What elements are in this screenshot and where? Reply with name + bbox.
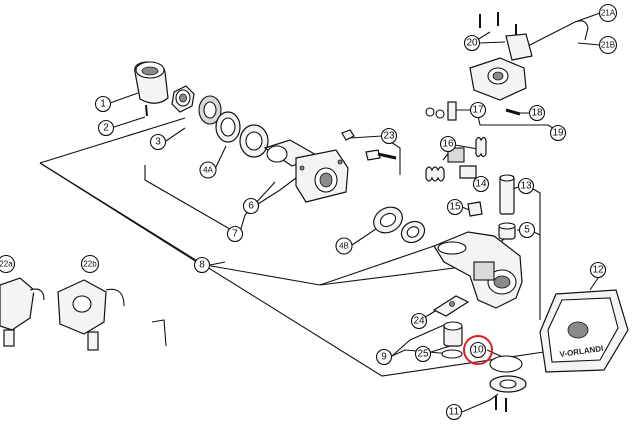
svg-text:13: 13	[520, 181, 532, 192]
part-bushing	[498, 222, 516, 240]
part-22b-assembly	[57, 279, 125, 351]
callout-3: 3	[149, 133, 167, 151]
svg-text:12: 12	[592, 265, 604, 276]
svg-text:3: 3	[155, 137, 161, 148]
callout-8: 8	[193, 256, 211, 274]
part-24-plate	[432, 295, 470, 317]
svg-text:9: 9	[381, 352, 387, 363]
callout-15: 15	[446, 198, 464, 216]
svg-text:24: 24	[413, 316, 425, 327]
part-15-bracket	[467, 201, 483, 217]
svg-text:11: 11	[449, 407, 460, 418]
svg-text:6: 6	[248, 201, 254, 212]
part-washer-1	[198, 95, 222, 125]
svg-text:19: 19	[552, 128, 564, 139]
part-washer-3	[239, 124, 269, 158]
callout-24: 24	[410, 312, 428, 330]
svg-text:20: 20	[466, 38, 478, 49]
part-4a-washer	[215, 111, 241, 143]
part-washer-7	[400, 220, 426, 244]
svg-text:8: 8	[199, 260, 205, 271]
part-5-body	[433, 231, 523, 309]
part-19-valve-head	[469, 57, 527, 101]
svg-text:5: 5	[524, 225, 530, 236]
callout-23: 23	[380, 127, 398, 145]
callout-9: 9	[375, 348, 393, 366]
svg-text:2: 2	[103, 123, 109, 134]
part-6-flange	[263, 139, 349, 203]
svg-text:22a: 22a	[0, 260, 13, 269]
part-11-ring	[489, 355, 527, 412]
callout-21b: 21B	[598, 35, 618, 55]
svg-text:22b: 22b	[83, 260, 97, 269]
svg-text:21A: 21A	[601, 9, 616, 18]
svg-text:14: 14	[475, 179, 487, 190]
part-16-springs	[425, 136, 487, 182]
svg-text:23: 23	[383, 131, 395, 142]
callout-2: 2	[97, 119, 115, 137]
part-17-detail	[425, 101, 457, 121]
svg-text:7: 7	[232, 229, 238, 240]
part-2-pin	[145, 104, 148, 117]
callout-16: 16	[439, 135, 457, 153]
callout-20: 20	[463, 34, 481, 52]
svg-text:15: 15	[449, 202, 461, 213]
part-3-nut	[171, 85, 195, 113]
callout-13: 13	[517, 177, 535, 195]
callout-18: 18	[528, 104, 546, 122]
callout-17: 17	[469, 101, 487, 119]
callout-7: 7	[226, 225, 244, 243]
part-25-bushing	[441, 321, 463, 359]
part-13-stem	[499, 174, 515, 215]
svg-text:4B: 4B	[339, 242, 349, 251]
part-14-clip	[459, 165, 477, 179]
svg-text:18: 18	[531, 108, 543, 119]
callout-14: 14	[472, 175, 490, 193]
callout-11: 11	[445, 403, 463, 421]
part-20-screws	[479, 12, 517, 38]
highlight-ring	[463, 335, 493, 365]
svg-text:16: 16	[442, 139, 454, 150]
part-23-bolt	[341, 129, 397, 161]
callout-4a: 4A	[199, 161, 217, 179]
callout-4b: 4B	[335, 237, 353, 255]
part-12-housing: V-ORLANDI	[539, 289, 629, 373]
svg-text:4A: 4A	[203, 166, 213, 175]
part-22a-assembly	[0, 277, 45, 347]
svg-text:17: 17	[472, 105, 484, 116]
part-4b-washer	[373, 206, 403, 234]
callout-10-highlighted: 10	[463, 335, 493, 365]
callout-12: 12	[589, 261, 607, 279]
callout-22a: 22a	[0, 254, 16, 274]
part-18-screw	[505, 108, 521, 116]
svg-text:1: 1	[100, 99, 106, 110]
callout-6: 6	[242, 197, 260, 215]
callout-21a: 21A	[598, 3, 618, 23]
svg-text:10: 10	[472, 345, 484, 356]
part-elbow-pipe	[151, 319, 167, 347]
callout-1: 1	[94, 95, 112, 113]
part-1-cap	[134, 61, 169, 104]
callout-22b: 22b	[80, 254, 100, 274]
svg-text:25: 25	[417, 349, 429, 360]
callout-5: 5	[518, 221, 536, 239]
svg-text:21B: 21B	[601, 41, 615, 50]
part-21-lever	[505, 20, 589, 61]
callout-19: 19	[549, 124, 567, 142]
callout-25: 25	[414, 345, 432, 363]
